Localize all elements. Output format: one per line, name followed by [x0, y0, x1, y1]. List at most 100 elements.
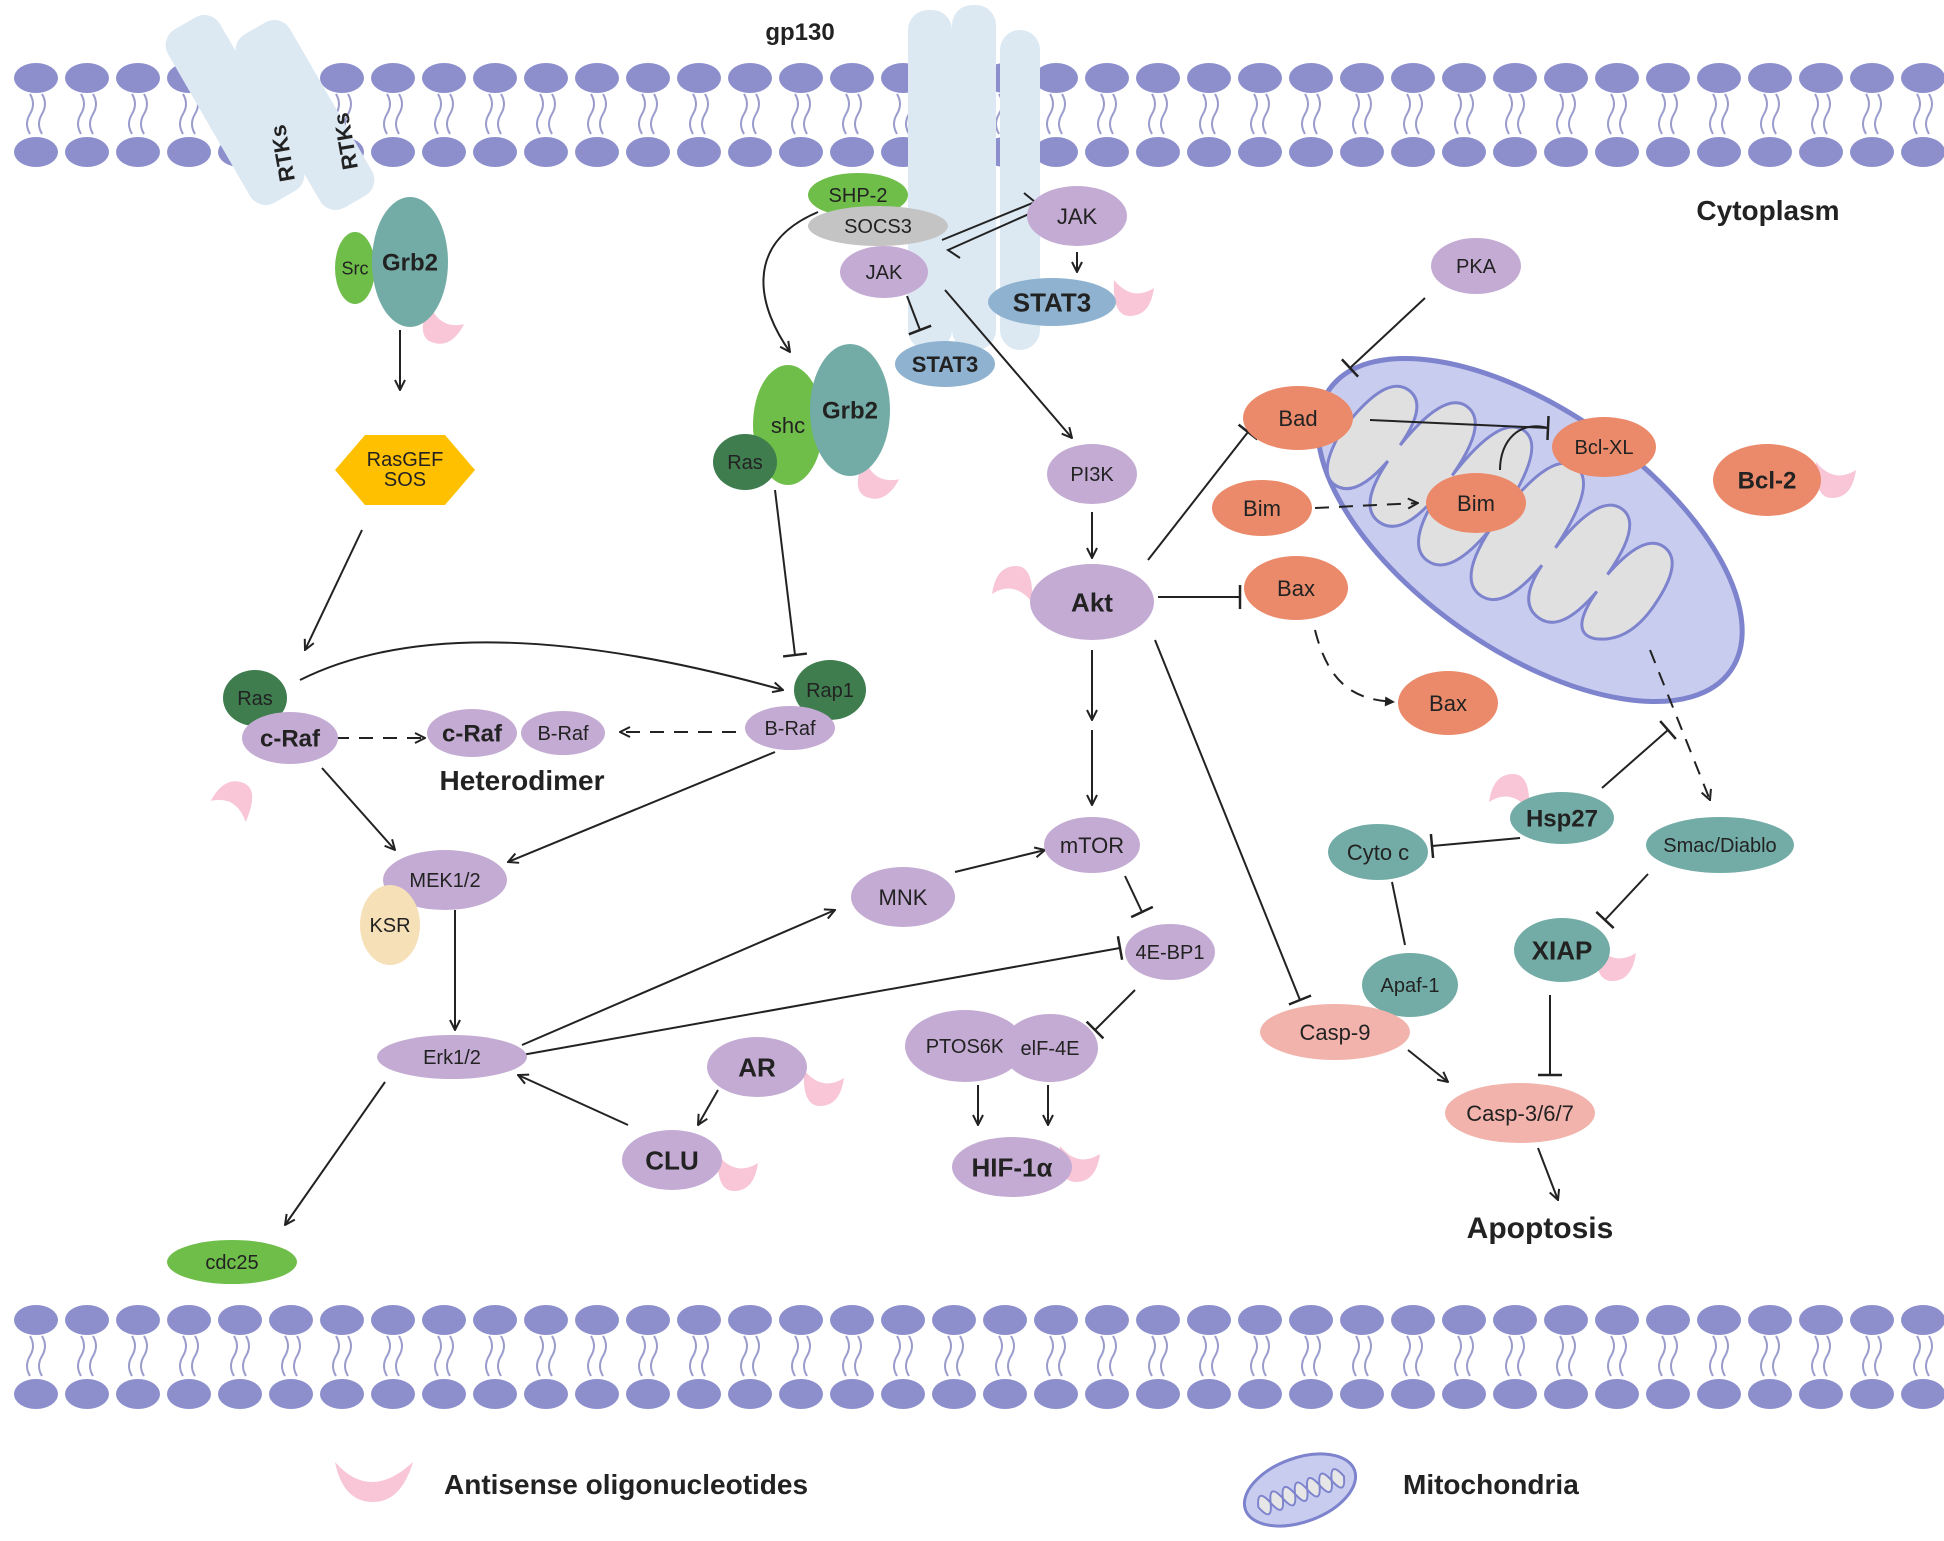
gp130-receptor [908, 5, 1040, 350]
aso-legend-icon [335, 1462, 413, 1502]
node-label-bax-b: Bax [1429, 691, 1467, 716]
node-ptos6k: PTOS6K [905, 1010, 1025, 1082]
node-label-shc: shc [771, 413, 805, 438]
node-label-ebp1: 4E-BP1 [1136, 942, 1205, 964]
node-label-braf-b: B-Raf [764, 718, 816, 740]
legend: Antisense oligonucleotides Mitochondria [335, 1452, 1579, 1528]
node-label-ksr: KSR [369, 915, 410, 937]
legend-aso-label: Antisense oligonucleotides [444, 1469, 808, 1500]
node-ras-b: Ras [223, 670, 287, 726]
cell-membrane-top [14, 63, 1944, 167]
node-label-mnk: MNK [879, 885, 928, 910]
node-label-bim-b: Bim [1457, 491, 1495, 516]
node-craf-a: c-Raf [242, 712, 338, 764]
node-jak-a: JAK [840, 246, 928, 298]
node-braf-b: B-Raf [745, 706, 835, 750]
node-label-bclxl: Bcl-XL [1575, 437, 1634, 459]
cell-membrane-bottom [14, 1305, 1944, 1409]
node-label-mek: MEK1/2 [409, 870, 480, 892]
node-label-eif4e: elF-4E [1021, 1038, 1080, 1060]
mitochondria-legend-icon [1242, 1452, 1358, 1528]
node-label-socs3: SOCS3 [844, 216, 912, 238]
node-label-casp367: Casp-3/6/7 [1466, 1101, 1574, 1126]
node-label-mtor: mTOR [1060, 833, 1124, 858]
apoptosis-label: Apoptosis [1467, 1212, 1614, 1245]
mitochondria [1315, 356, 1745, 704]
node-xiap: XIAP [1514, 918, 1610, 982]
node-label-clu: CLU [645, 1145, 698, 1175]
node-label-ras-a: Ras [727, 452, 763, 474]
node-stat3-a: STAT3 [988, 278, 1116, 326]
node-cytoc: Cyto c [1328, 824, 1428, 880]
node-label-bad: Bad [1278, 406, 1317, 431]
node-ksr: KSR [360, 885, 420, 965]
node-label-apaf1: Apaf-1 [1381, 975, 1440, 997]
node-label-rap1: Rap1 [806, 680, 854, 702]
node-label-src: Src [342, 258, 369, 278]
node-label-ptos6k: PTOS6K [926, 1036, 1005, 1058]
node-label-stat3-a: STAT3 [1013, 287, 1091, 317]
node-rap1: Rap1 [794, 660, 866, 720]
node-erk: Erk1/2 [377, 1035, 527, 1079]
node-label-ar: AR [738, 1052, 776, 1082]
node-bax-a: Bax [1244, 556, 1348, 620]
node-braf-a: B-Raf [521, 711, 605, 755]
node-eif4e: elF-4E [1002, 1014, 1098, 1082]
node-label-craf-a: c-Raf [260, 726, 321, 753]
node-socs3: SOCS3 [808, 206, 948, 246]
node-bcl2: Bcl-2 [1713, 444, 1821, 516]
node-label-bcl2: Bcl-2 [1738, 468, 1797, 495]
node-label-stat3-b: STAT3 [912, 352, 978, 377]
node-bclxl: Bcl-XL [1552, 417, 1656, 477]
node-bax-b: Bax [1398, 671, 1498, 735]
node-label-xiap: XIAP [1532, 935, 1593, 965]
node-mek: MEK1/2 [383, 850, 507, 910]
node-ras-a: Ras [713, 434, 777, 490]
node-label-casp9: Casp-9 [1300, 1020, 1371, 1045]
node-pka: PKA [1431, 238, 1521, 294]
node-label-jak-a: JAK [866, 262, 903, 284]
aso-icon [1595, 945, 1636, 981]
aso-icon [992, 566, 1033, 602]
node-akt: Akt [1030, 564, 1154, 640]
node-label-craf-b: c-Raf [442, 721, 503, 748]
node-bim-a: Bim [1212, 480, 1312, 536]
aso-icon [803, 1070, 844, 1106]
legend-mito-label: Mitochondria [1403, 1469, 1579, 1500]
heterodimer-label: Heterodimer [440, 765, 605, 796]
rtk-receptor: RTKs RTKs [165, 14, 375, 211]
cytoplasm-label: Cytoplasm [1696, 195, 1839, 226]
node-jak-b: JAK [1027, 186, 1127, 246]
node-mtor: mTOR [1044, 817, 1140, 873]
aso-icon [1489, 774, 1530, 810]
node-label-braf-a: B-Raf [537, 723, 589, 745]
sos-label-1: RasGEF [367, 449, 444, 471]
gp130-label: gp130 [765, 19, 834, 46]
node-casp367: Casp-3/6/7 [1445, 1083, 1595, 1143]
node-hif1a: HIF-1α [952, 1137, 1072, 1197]
node-craf-b: c-Raf [427, 709, 517, 757]
node-label-hif1a: HIF-1α [972, 1152, 1053, 1182]
node-grb2-a: Grb2 [372, 197, 448, 327]
node-smac: Smac/Diablo [1646, 817, 1794, 873]
aso-icon [1113, 280, 1154, 316]
node-label-bim-a: Bim [1243, 496, 1281, 521]
node-label-akt: Akt [1071, 587, 1113, 617]
node-label-ras-b: Ras [237, 688, 273, 710]
sos-label-2: SOS [384, 469, 426, 491]
node-cdc25: cdc25 [167, 1240, 297, 1284]
node-label-jak-b: JAK [1057, 204, 1098, 229]
node-label-pka: PKA [1456, 256, 1497, 278]
aso-icon [1815, 462, 1856, 498]
node-label-cdc25: cdc25 [205, 1252, 258, 1274]
node-mnk: MNK [851, 867, 955, 927]
node-ebp1: 4E-BP1 [1125, 924, 1215, 980]
node-pi3k: PI3K [1047, 444, 1137, 504]
node-label-grb2-b: Grb2 [822, 398, 878, 425]
node-ar: AR [707, 1037, 807, 1097]
node-grb2-b: Grb2 [810, 344, 890, 476]
aso-icon [210, 781, 253, 823]
node-label-bax-a: Bax [1277, 576, 1315, 601]
